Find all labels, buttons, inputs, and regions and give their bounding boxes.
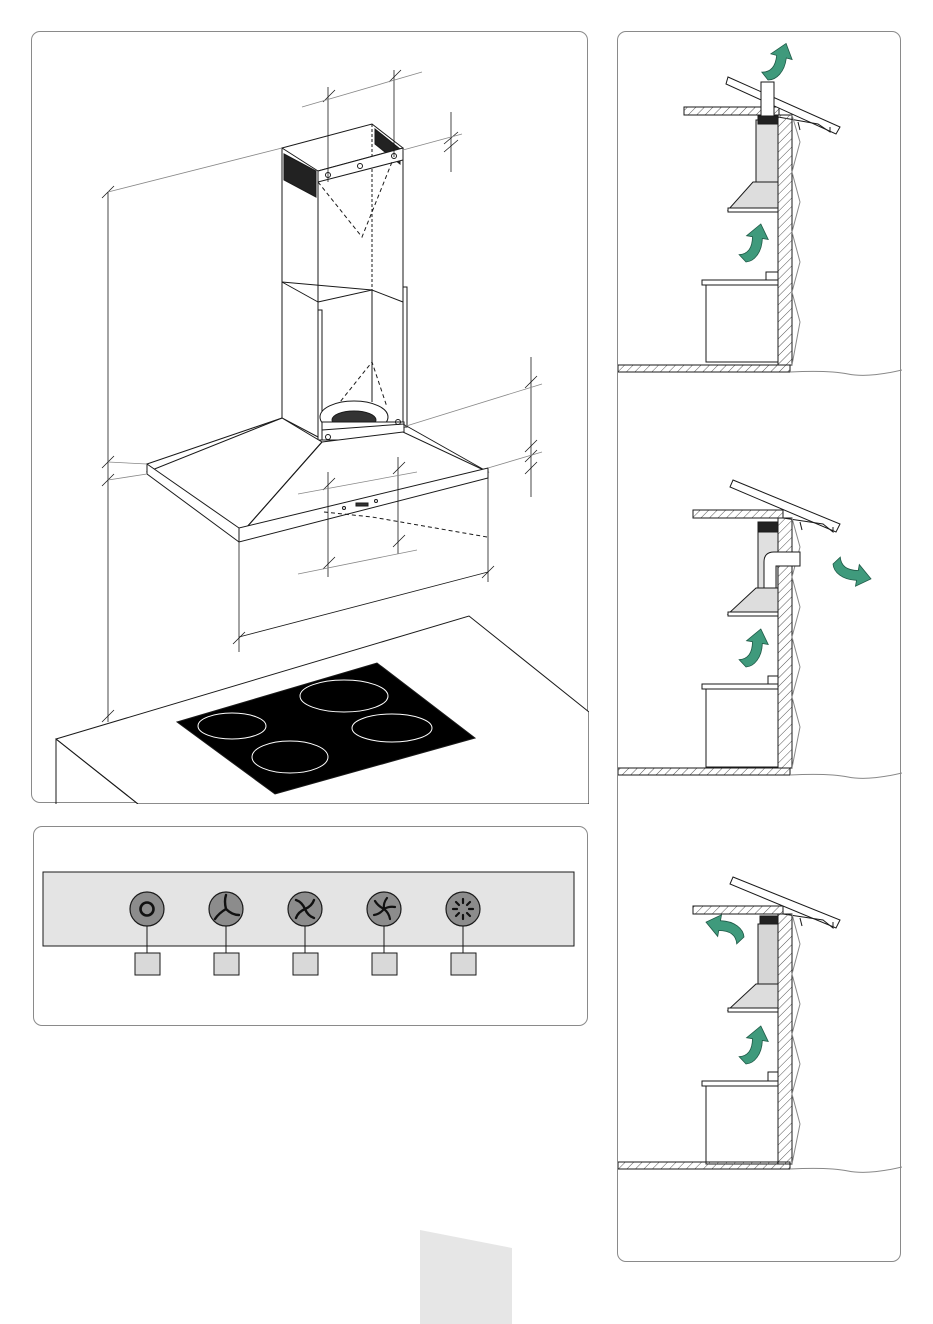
- fan-speed-2-button[interactable]: [288, 892, 322, 926]
- key-box-3: [293, 953, 318, 975]
- view-recirculation: [618, 877, 902, 1172]
- hood-installation-panel: [31, 31, 588, 803]
- light-button[interactable]: [446, 892, 480, 926]
- key-box-4: [372, 953, 397, 975]
- key-box-1: [135, 953, 160, 975]
- control-panel-box: [33, 826, 588, 1026]
- control-panel-drawing: [34, 827, 589, 1027]
- fan-speed-1-button[interactable]: [209, 892, 243, 926]
- installation-modes-panel: [617, 31, 901, 1262]
- view-ducted-wall-exhaust: [618, 480, 902, 778]
- installation-modes-drawing: [618, 32, 902, 1263]
- power-button[interactable]: [130, 892, 164, 926]
- key-box-5: [451, 953, 476, 975]
- page-number-tab: [420, 1230, 512, 1324]
- hood-isometric-drawing: [32, 32, 589, 804]
- view-ducted-roof-exhaust: [618, 39, 902, 375]
- key-box-2: [214, 953, 239, 975]
- fan-speed-3-button[interactable]: [367, 892, 401, 926]
